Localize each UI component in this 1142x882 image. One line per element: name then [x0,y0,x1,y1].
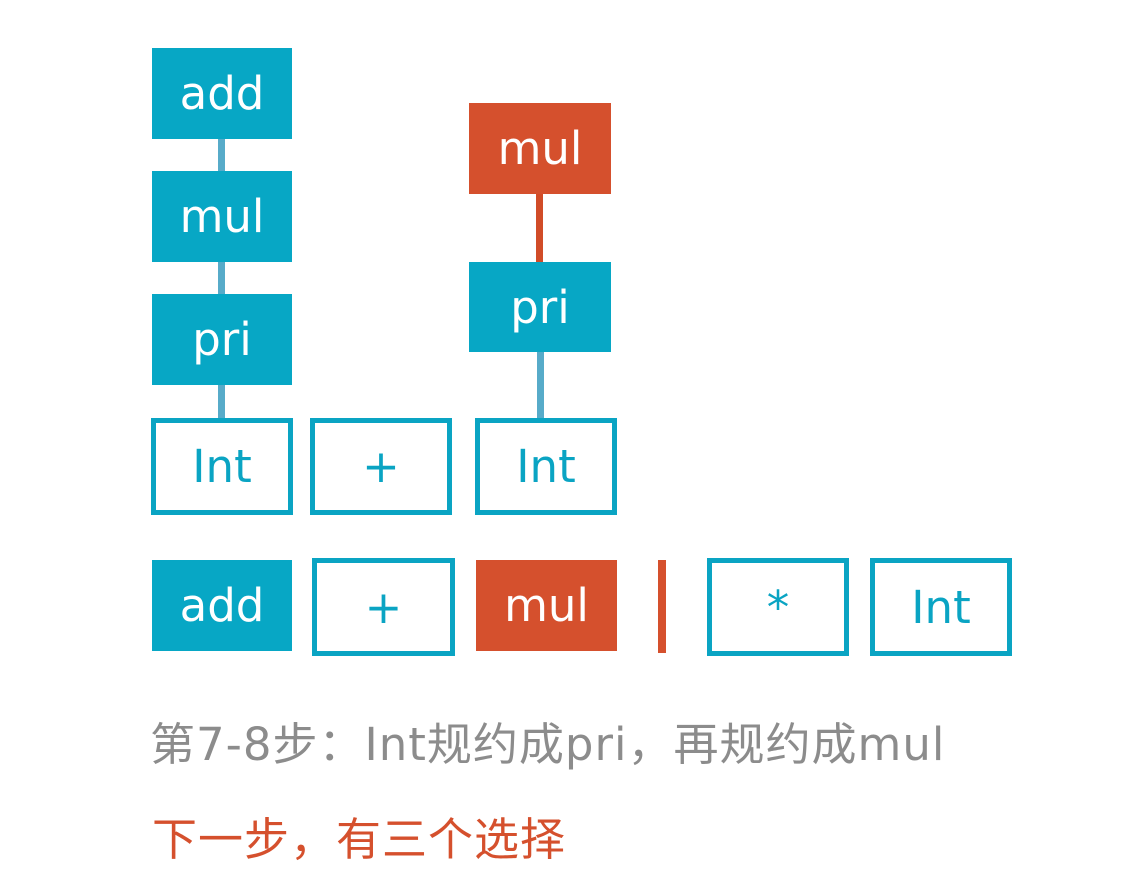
edge-right-mul-pri [536,148,543,307]
stack-star: * [707,558,849,656]
node-left-mul: mul [152,171,292,262]
node-right-int: Int [475,418,617,515]
node-right-pri: pri [469,262,611,352]
edge-left-mul-pri [218,216,225,339]
edge-left-add-mul [218,93,225,216]
node-left-add: add [152,48,292,139]
node-right-mul: mul [469,103,611,194]
caption-next: 下一步，有三个选择 [152,813,567,866]
node-plus-terminal: + [310,418,452,515]
stack-plus: + [312,558,455,656]
stack-int: Int [870,558,1012,656]
stack-separator-bar [658,560,666,653]
caption-step: 第7-8步：Int规约成pri，再规约成mul [150,718,946,771]
edge-right-pri-int [537,307,544,424]
node-left-int: Int [151,418,293,515]
stack-mul: mul [476,560,617,651]
node-left-pri: pri [152,294,292,385]
stack-add: add [152,560,292,651]
